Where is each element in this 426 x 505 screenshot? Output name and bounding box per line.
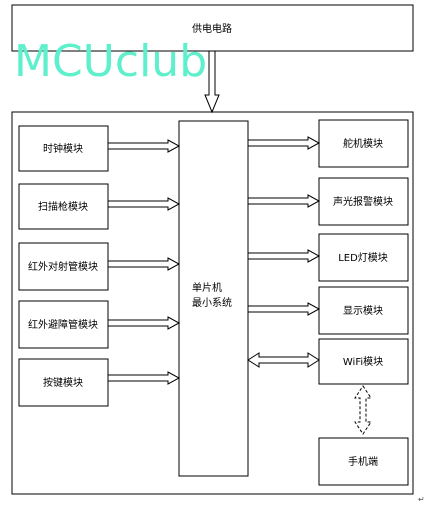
input-module-3-label: 红外对射管模块 xyxy=(28,260,98,273)
mcu-label-line2: 最小系统 xyxy=(192,296,232,309)
output-module-3-label: LED灯模块 xyxy=(338,252,388,264)
output-module-1-label: 舵机模块 xyxy=(343,137,383,150)
input-module-5-label: 按键模块 xyxy=(43,376,83,389)
wifi-bidirectional-arrow xyxy=(247,352,320,368)
watermark-logo: MCUclub xyxy=(14,36,207,87)
output-module-5-label: WiFi模块 xyxy=(343,356,383,368)
output-arrow-1 xyxy=(247,136,321,150)
input-arrow-1 xyxy=(107,139,181,153)
power-supply-label: 供电电路 xyxy=(192,22,232,35)
wireless-link-arrow xyxy=(354,385,372,435)
input-module-2-label: 扫描枪模块 xyxy=(38,200,88,213)
power-down-arrow xyxy=(204,50,220,114)
output-module-4: 显示模块 xyxy=(318,286,409,335)
input-module-4-label: 红外避障管模块 xyxy=(28,318,98,331)
input-arrow-4 xyxy=(107,316,181,330)
output-module-3: LED灯模块 xyxy=(318,233,409,282)
output-module-2: 声光报警模块 xyxy=(318,177,409,226)
phone-label: 手机端 xyxy=(348,455,378,468)
paragraph-mark: ↵ xyxy=(418,495,425,504)
input-module-1-label: 时钟模块 xyxy=(43,142,83,155)
input-module-1: 时钟模块 xyxy=(18,125,109,172)
output-module-1: 舵机模块 xyxy=(318,119,409,168)
mcu-label-line1: 单片机 xyxy=(192,281,222,294)
power-supply-box: 供电电路 xyxy=(11,4,414,52)
input-arrow-3 xyxy=(107,257,181,271)
input-module-2: 扫描枪模块 xyxy=(18,183,109,230)
output-module-5: WiFi模块 xyxy=(318,338,409,385)
output-arrow-3 xyxy=(247,249,321,263)
input-module-4: 红外避障管模块 xyxy=(18,300,109,349)
input-module-5: 按键模块 xyxy=(18,358,109,407)
output-arrow-2 xyxy=(247,194,321,208)
output-arrow-4 xyxy=(247,302,321,316)
input-arrow-5 xyxy=(107,371,181,385)
system-frame xyxy=(11,111,414,495)
phone-box: 手机端 xyxy=(318,437,409,486)
input-arrow-2 xyxy=(107,197,181,211)
input-module-3: 红外对射管模块 xyxy=(18,242,109,291)
output-module-2-label: 声光报警模块 xyxy=(333,195,393,208)
output-module-4-label: 显示模块 xyxy=(343,305,383,317)
mcu-box: 单片机 最小系统 xyxy=(178,120,249,477)
